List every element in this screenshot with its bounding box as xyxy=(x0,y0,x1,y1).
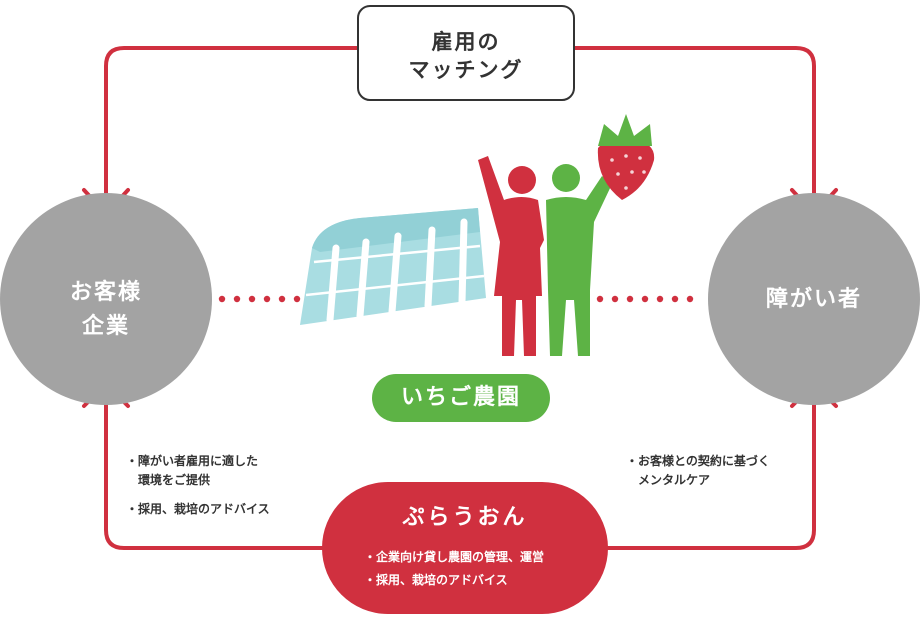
strawberry-icon xyxy=(597,114,655,200)
loop-top-right xyxy=(572,46,816,216)
plow-on-item: ・採用、栽培のアドバイス xyxy=(364,573,508,587)
matching-line2: マッチング xyxy=(408,58,524,82)
customer-company-node xyxy=(0,193,212,405)
people-icon xyxy=(478,156,612,356)
left-notes: ・障がい者雇用に適した 環境をご提供 ・採用、栽培のアドバイス xyxy=(126,452,270,519)
left-note: ・採用、栽培のアドバイス xyxy=(126,502,270,516)
matching-box xyxy=(357,5,575,101)
customer-company-line2: 企業 xyxy=(81,314,130,339)
plow-on-item: ・企業向け貸し農園の管理、運営 xyxy=(364,550,545,564)
right-notes: ・お客様との契約に基づく メンタルケア xyxy=(626,452,770,490)
left-note: 環境をご提供 xyxy=(126,473,211,487)
greenhouse-icon xyxy=(300,208,486,325)
loop-bottom-right xyxy=(606,382,816,550)
farm-label: いちご農園 xyxy=(400,385,521,410)
right-note: メンタルケア xyxy=(626,473,711,487)
dotted-connectors xyxy=(218,295,694,303)
customer-company-line1: お客様 xyxy=(69,280,142,305)
customer-company-label: お客様 企業 xyxy=(6,276,206,344)
matching-label: 雇用の マッチング xyxy=(358,28,574,84)
plow-on-node xyxy=(322,482,608,614)
loop-bottom-left xyxy=(104,382,324,550)
left-note: ・障がい者雇用に適した xyxy=(126,454,259,468)
plow-on-items: ・企業向け貸し農園の管理、運営 ・採用、栽培のアドバイス xyxy=(364,548,544,590)
right-note: ・お客様との契約に基づく xyxy=(626,454,770,468)
farm-pill xyxy=(372,374,550,422)
disabled-person-label: 障がい者 xyxy=(765,287,862,312)
loop-top-left xyxy=(104,46,360,216)
matching-line1: 雇用の xyxy=(431,30,501,54)
plow-on-title: ぷらうおん xyxy=(402,505,528,530)
disabled-person-node xyxy=(708,193,920,405)
